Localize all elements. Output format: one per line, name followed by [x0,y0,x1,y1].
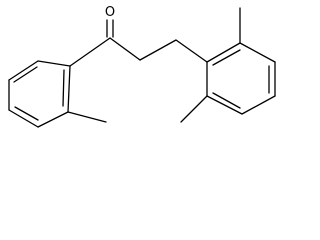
double-bond-inner [13,66,38,83]
ring-left [8,60,71,128]
oxygen-atom-label: O [105,5,115,20]
methyl-bond-bottom [180,95,208,123]
bond [37,60,71,67]
chain-bond-1 [109,37,141,61]
double-bond-inner [14,106,39,121]
bond-ring-to-carbonyl [69,37,111,67]
bond [37,111,69,128]
double-bond-inner [62,69,65,107]
chain-bond-2 [139,39,177,61]
chain-bond-3 [175,39,208,63]
bond [206,95,243,115]
methyl-bond-left [67,111,107,123]
bond [241,95,276,115]
bond [8,60,39,81]
ring-right [206,42,276,115]
bonds [8,7,276,128]
bond [206,42,241,63]
bond [239,42,276,63]
double-bond-inner [212,92,241,109]
bond [8,109,39,128]
chemical-structure-diagram: O [8,5,276,128]
bond [67,65,71,113]
double-bond-inner [212,49,241,66]
